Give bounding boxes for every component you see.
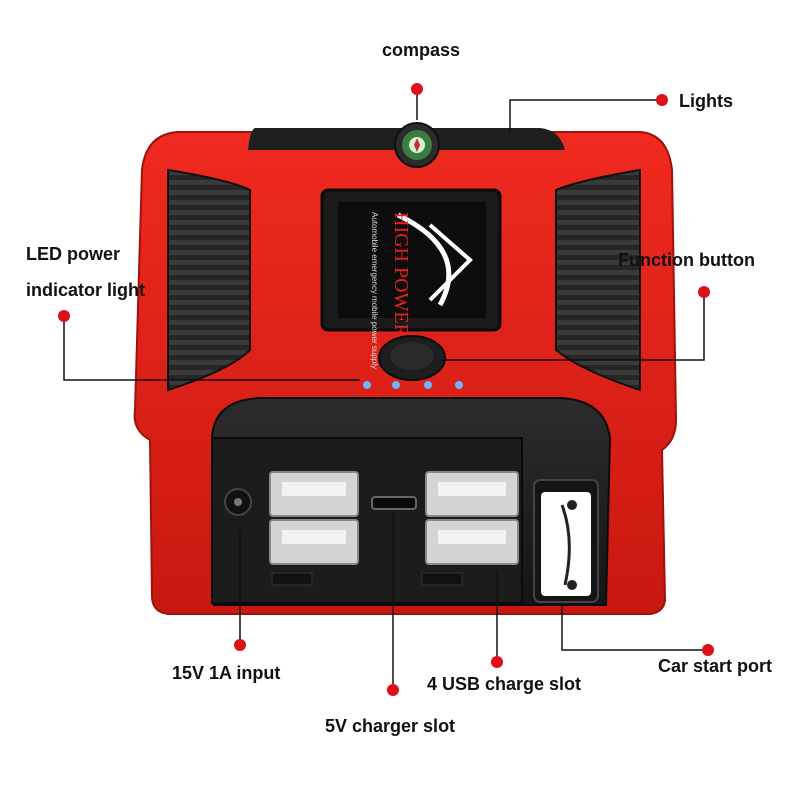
- usb-port-1[interactable]: [269, 471, 359, 517]
- label-led-indicator: LED power indicator light: [26, 244, 145, 300]
- brand-subtitle: Automobile emergency mobile power supply: [370, 212, 379, 369]
- label-5v-charger: 5V charger slot: [325, 716, 456, 736]
- led-4: [455, 381, 463, 389]
- right-grip: [555, 168, 641, 392]
- dc-input-jack[interactable]: [224, 488, 252, 516]
- foot-right: [421, 572, 463, 586]
- leader-led: [63, 316, 360, 381]
- label-15v-input: 15V 1A input: [172, 663, 281, 683]
- leader-function: [440, 292, 705, 361]
- label-function-button: Function button: [618, 250, 755, 270]
- marker-5v: [387, 684, 399, 696]
- led-3: [424, 381, 432, 389]
- marker-compass: [411, 83, 423, 95]
- label-compass: compass: [382, 40, 461, 60]
- leader-lights: [509, 99, 662, 132]
- car-silhouette-icon: [396, 212, 452, 307]
- car-start-port[interactable]: [533, 479, 599, 603]
- function-button[interactable]: [378, 335, 446, 381]
- led-indicators: [363, 381, 463, 389]
- micro-usb-slot[interactable]: [371, 496, 417, 510]
- marker-input: [234, 639, 246, 651]
- callout-markers: [58, 83, 714, 696]
- marker-usb: [491, 656, 503, 668]
- leader-car-start: [561, 605, 708, 651]
- led-1: [363, 381, 371, 389]
- usb-port-3[interactable]: [425, 471, 519, 517]
- brand-text: HIGH POWER: [390, 212, 412, 338]
- foot-left: [271, 572, 313, 586]
- label-car-start: Car start port: [658, 656, 773, 676]
- compass-icon: [394, 122, 440, 168]
- led-2: [392, 381, 400, 389]
- marker-led: [58, 310, 70, 322]
- marker-lights: [656, 94, 668, 106]
- marker-car-start: [702, 644, 714, 656]
- car-icon: [560, 504, 571, 586]
- leader-lines: [63, 89, 708, 690]
- brand-panel: [320, 188, 502, 332]
- marker-function: [698, 286, 710, 298]
- label-usb-slot: 4 USB charge slot: [427, 674, 582, 694]
- usb-port-2[interactable]: [269, 519, 359, 565]
- usb-port-4[interactable]: [425, 519, 519, 565]
- label-lights: Lights: [679, 91, 733, 111]
